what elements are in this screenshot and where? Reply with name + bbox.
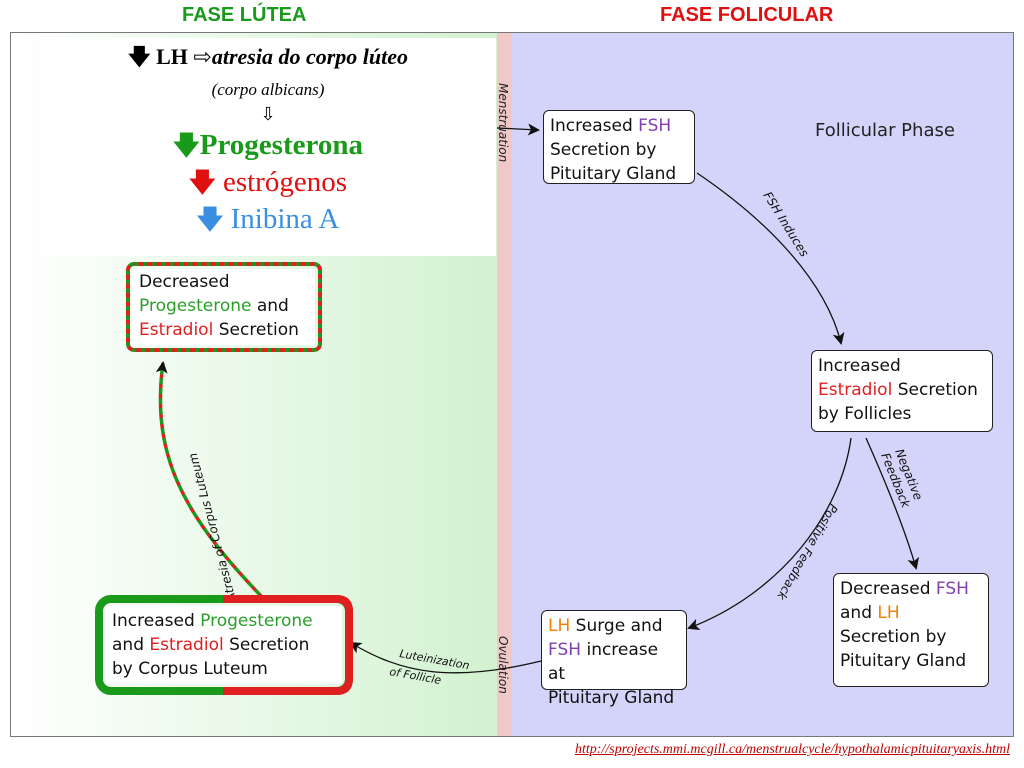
header-fase-lutea: FASE LÚTEA (182, 4, 307, 26)
arrow-fsh-induces (696, 172, 845, 345)
down-arrow-icon-green: 🡇 (173, 131, 200, 161)
box-fsh-secretion: Increased FSH Secretion by Pituitary Gla… (543, 110, 695, 184)
corpus-luteum-outline-red (223, 595, 353, 695)
diagram-title: Follicular Phase (815, 120, 955, 141)
progesterona-line: 🡇Progesterona (173, 129, 363, 161)
box-corpus-luteum: Increased Progesterone and Estradiol Sec… (106, 606, 342, 684)
down-arrow-icon-red: 🡇 (188, 168, 216, 198)
box-decreased-fsh-lh: Decreased FSH and LH Secretion by Pituit… (833, 573, 989, 687)
arrow-positive-feedback (687, 437, 852, 631)
label-menstruation: Menstruation (496, 83, 510, 162)
box-lh-surge: LH Surge and FSH increase at Pituitary G… (541, 610, 687, 708)
estrogenos-line: 🡇 estrógenos (188, 166, 347, 198)
diagram-frame: Menstruation Ovulation FSH Induces Negat… (10, 32, 1014, 737)
divider-band (497, 33, 512, 736)
decreased-prog-outline-red (126, 262, 322, 352)
header-fase-folicular: FASE FOLICULAR (660, 4, 834, 26)
box-decreased-progesterone: Decreased Progesterone and Estradiol Sec… (133, 269, 315, 345)
inibina-line: 🡇 Inibina A (196, 203, 340, 235)
label-ovulation: Ovulation (496, 636, 510, 694)
source-link[interactable]: http://sprojects.mmi.mcgill.ca/menstrual… (575, 742, 1010, 757)
arrow-atresia-red (158, 362, 265, 600)
corpo-albicans-label: (corpo albicans) (211, 80, 325, 99)
down-arrow-icon: 🡇 (127, 45, 151, 70)
down-outline-arrow-icon: ⇩ (260, 104, 276, 124)
arrow-luteinization (349, 641, 542, 674)
down-arrow-icon-blue: 🡇 (196, 205, 224, 235)
box-estradiol-follicles: Increased Estradiol Secretion by Follicl… (811, 350, 993, 432)
right-arrow-icon: ⇨ (193, 44, 212, 69)
hormone-info-box: 🡇 LH ⇨atresia do corpo lúteo (corpo albi… (40, 38, 496, 256)
arrow-menstruation (496, 123, 540, 136)
lh-atresia-line: 🡇 LH ⇨atresia do corpo lúteo (127, 44, 409, 70)
arrow-negative-feedback (865, 437, 920, 570)
